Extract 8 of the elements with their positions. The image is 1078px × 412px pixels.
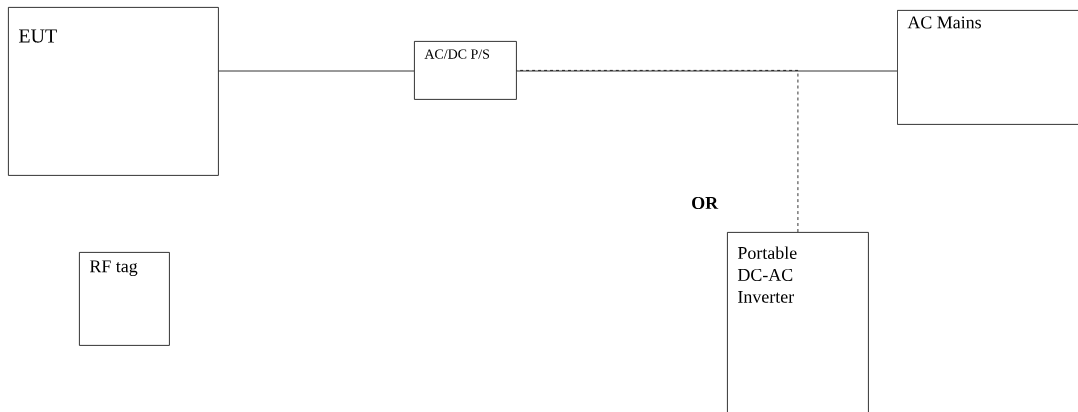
connector-line <box>218 70 415 72</box>
component-box: RF tag <box>79 252 170 346</box>
component-box: AC/DC P/S <box>414 41 517 100</box>
connector-line <box>516 70 898 72</box>
option-label: OR <box>692 196 719 209</box>
component-box: Portable DC-AC Inverter <box>727 232 869 412</box>
component-box: EUT <box>8 7 219 176</box>
component-box: AC Mains <box>897 10 1078 125</box>
